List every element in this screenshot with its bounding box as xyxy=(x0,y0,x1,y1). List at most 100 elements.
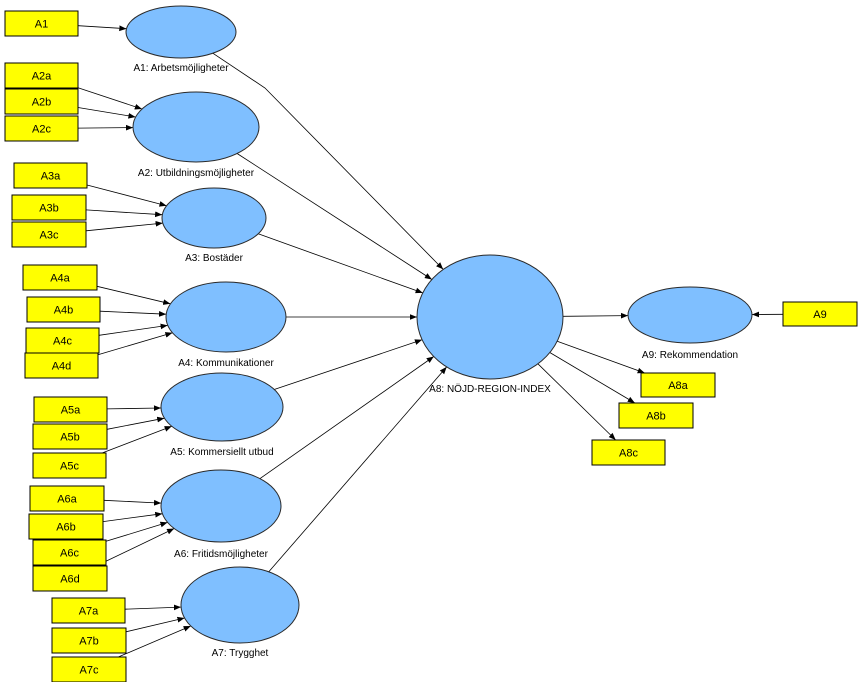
construct-a7[interactable] xyxy=(180,566,300,644)
path-arrow-a2-a8 xyxy=(236,153,433,280)
indicator-arrow-a3b xyxy=(85,209,163,218)
indicator-arrow-a2c xyxy=(77,124,134,131)
indicator-arrow-a7b xyxy=(125,616,185,633)
indicator-label-a4b: A4b xyxy=(54,305,74,317)
construct-a4[interactable] xyxy=(165,281,287,353)
indicator-arrow-a7a xyxy=(124,604,182,611)
construct-label-a5: A5: Kommersiellt utbud xyxy=(170,447,273,458)
construct-a1[interactable] xyxy=(125,5,237,59)
indicator-box-a7c[interactable] xyxy=(51,656,127,682)
indicator-box-a2c[interactable] xyxy=(4,115,79,142)
indicator-arrow-a1 xyxy=(77,25,127,32)
indicator-box-a8c[interactable] xyxy=(591,439,666,466)
indicator-label-a5a: A5a xyxy=(61,405,81,417)
indicator-label-a6d: A6d xyxy=(60,574,80,586)
indicator-label-a8b: A8b xyxy=(646,411,666,423)
indicator-label-a3a: A3a xyxy=(41,171,61,183)
indicator-label-a2c: A2c xyxy=(32,124,51,136)
indicator-box-a3a[interactable] xyxy=(13,162,88,189)
path-arrow-a5-a8 xyxy=(274,339,423,390)
indicator-box-a6c[interactable] xyxy=(32,539,107,566)
edges-layer xyxy=(77,25,784,658)
indicator-arrow-a6d xyxy=(95,528,175,567)
construct-a2[interactable] xyxy=(132,91,260,163)
indicator-label-a3c: A3c xyxy=(40,230,59,242)
construct-label-a2: A2: Utbildningsmöjligheter xyxy=(138,168,255,179)
indicator-arrow-a5b xyxy=(106,416,165,430)
indicator-arrow-a4d xyxy=(97,332,173,356)
indicator-label-a2b: A2b xyxy=(32,97,52,109)
indicator-label-a2a: A2a xyxy=(32,71,52,83)
construct-a6[interactable] xyxy=(160,469,282,543)
indicator-box-a7a[interactable] xyxy=(51,597,126,624)
indicator-arrow-a3c xyxy=(85,220,163,232)
indicator-box-a5c[interactable] xyxy=(32,452,107,479)
indicator-box-a8a[interactable] xyxy=(640,372,716,398)
construct-label-a3: A3: Bostäder xyxy=(185,253,243,264)
path-arrow-a8-a9 xyxy=(562,312,629,319)
indicators-layer: A1A2aA2bA2cA3aA3bA3cA4aA4bA4cA4dA5aA5bA5… xyxy=(4,10,858,682)
indicator-label-a5b: A5b xyxy=(60,432,80,444)
indicator-box-a3b[interactable] xyxy=(11,194,87,221)
indicator-arrow-a4c xyxy=(98,323,168,336)
indicator-label-a8a: A8a xyxy=(668,380,688,392)
indicator-box-a1[interactable] xyxy=(4,10,79,37)
indicator-label-a7b: A7b xyxy=(79,636,99,648)
indicator-box-a8b[interactable] xyxy=(618,402,694,429)
construct-label-a9: A9: Rekommendation xyxy=(642,350,738,361)
indicator-arrow-a7c xyxy=(118,625,191,658)
construct-label-a7: A7: Trygghet xyxy=(212,648,269,659)
construct-a5[interactable] xyxy=(160,372,284,442)
indicator-box-a9[interactable] xyxy=(782,301,858,327)
indicator-arrow-a6c xyxy=(105,521,168,542)
indicator-arrow-a8c xyxy=(537,363,616,441)
construct-label-a1: A1: Arbetsmöjligheter xyxy=(133,63,229,74)
indicator-label-a7a: A7a xyxy=(79,606,99,618)
indicator-box-a6d[interactable] xyxy=(32,565,108,592)
indicator-box-a6a[interactable] xyxy=(29,485,105,512)
indicator-arrow-a6a xyxy=(103,499,162,506)
path-arrow-a6-a8 xyxy=(259,356,435,479)
indicator-label-a7c: A7c xyxy=(80,665,99,677)
indicator-arrow-a8b xyxy=(549,352,636,404)
indicator-label-a6a: A6a xyxy=(57,494,77,506)
indicator-arrow-a4a xyxy=(96,285,171,305)
indicator-label-a6b: A6b xyxy=(56,522,76,534)
indicator-label-a3b: A3b xyxy=(39,203,59,215)
indicator-box-a2b[interactable] xyxy=(4,88,79,115)
indicator-label-a4a: A4a xyxy=(50,273,70,285)
indicator-label-a9: A9 xyxy=(813,309,826,321)
indicator-box-a2a[interactable] xyxy=(4,62,79,89)
indicator-box-a4a[interactable] xyxy=(22,264,98,291)
indicator-box-a5a[interactable] xyxy=(33,396,108,423)
indicator-arrow-a3a xyxy=(86,184,167,207)
construct-label-a6: A6: Fritidsmöjligheter xyxy=(174,549,269,560)
indicator-label-a8c: A8c xyxy=(619,448,638,460)
indicator-box-a6b[interactable] xyxy=(28,513,104,540)
construct-label-a8: A8: NÖJD-REGION-INDEX xyxy=(429,383,551,395)
indicator-label-a6c: A6c xyxy=(60,548,79,560)
construct-a3[interactable] xyxy=(161,187,267,249)
indicator-arrow-a4b xyxy=(99,310,167,317)
indicator-arrow-a2a xyxy=(77,87,143,110)
construct-a9[interactable] xyxy=(627,286,753,344)
path-arrow-a7-a8 xyxy=(268,366,448,573)
construct-a8[interactable] xyxy=(416,254,564,380)
construct-label-a4: A4: Kommunikationer xyxy=(178,358,274,369)
indicator-box-a4b[interactable] xyxy=(26,296,101,323)
indicator-label-a1: A1 xyxy=(35,19,48,31)
indicator-box-a7b[interactable] xyxy=(51,627,127,654)
path-arrow-a1-a8 xyxy=(212,52,444,270)
indicator-label-a5c: A5c xyxy=(60,461,79,473)
indicator-box-a5b[interactable] xyxy=(32,423,108,450)
indicator-label-a4d: A4d xyxy=(52,361,72,373)
indicator-box-a4d[interactable] xyxy=(24,352,99,379)
indicator-arrow-a2b xyxy=(77,107,136,119)
indicator-label-a4c: A4c xyxy=(53,336,72,348)
path-arrow-a3-a8 xyxy=(258,233,423,294)
indicator-box-a3c[interactable] xyxy=(11,221,87,248)
indicator-arrow-a8a xyxy=(557,340,645,374)
indicator-box-a4c[interactable] xyxy=(25,327,100,354)
